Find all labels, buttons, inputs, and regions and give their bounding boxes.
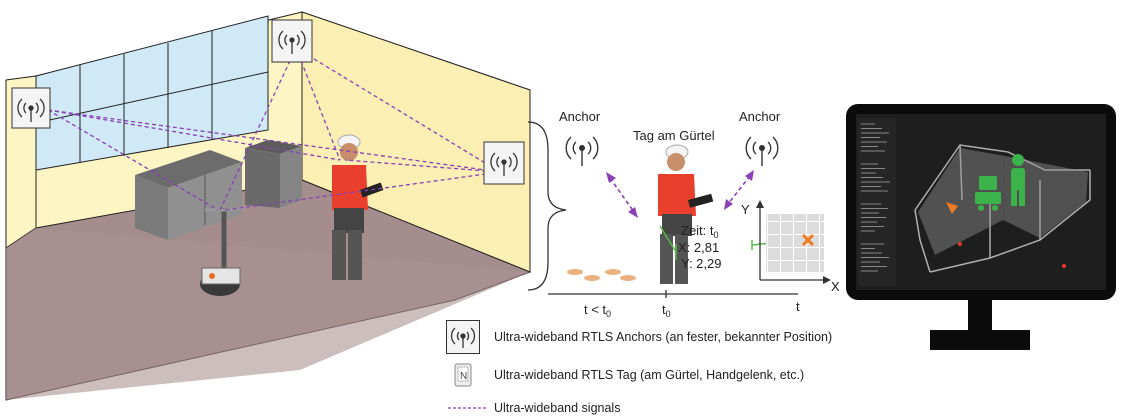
robot-pose-marker	[946, 202, 958, 214]
y-value: Y: 2,29	[681, 256, 721, 271]
tracked-robot-icon	[975, 176, 1001, 211]
signal-lines	[47, 47, 501, 211]
anchor-left-icon	[565, 136, 599, 166]
tracked-person-icon	[1011, 154, 1025, 206]
tag-icon: N	[446, 362, 480, 388]
room-anchor-top	[271, 19, 313, 63]
mobile-robot	[200, 206, 246, 296]
legend-label-signal: Ultra-wideband signals	[494, 401, 621, 415]
axis-x-label: X	[831, 279, 840, 294]
point-cloud	[914, 144, 1091, 273]
zeit-label: Zeit: t0	[681, 223, 719, 240]
anchor-left-label: Anchor	[559, 109, 601, 124]
worker-tag	[658, 144, 714, 284]
monitor	[846, 104, 1116, 350]
middle-panel: Anchor Anchor Tag am Gürtel	[548, 109, 840, 319]
anchor-right-label: Anchor	[739, 109, 781, 124]
axis-y-label: Y	[741, 202, 750, 217]
footprints	[567, 269, 636, 281]
monitor-neck	[968, 300, 992, 330]
tag-label: Tag am Gürtel	[633, 128, 715, 143]
room-window	[35, 15, 269, 171]
monitor-base	[930, 330, 1030, 350]
legend-label-anchor: Ultra-wideband RTLS Anchors (an fester, …	[494, 330, 833, 344]
legend-row-signal: Ultra-wideband signals	[446, 400, 620, 416]
legend-label-tag: Ultra-wideband RTLS Tag (am Gürtel, Hand…	[494, 368, 805, 382]
room-anchor-left	[11, 87, 51, 129]
time-before-label: t < t0	[584, 302, 611, 319]
worker-in-room	[332, 134, 384, 280]
machine-right	[245, 140, 302, 208]
svg-text:N: N	[460, 371, 467, 382]
axis-t-label: t	[796, 299, 800, 314]
legend-row-tag: N Ultra-wideband RTLS Tag (am Gürtel, Ha…	[446, 362, 804, 388]
time-now-label: t0	[662, 302, 671, 319]
tag-callout-line	[659, 225, 677, 253]
monitor-info-panel	[858, 118, 896, 286]
signal-line	[446, 400, 480, 416]
room-scene	[5, 11, 532, 401]
position-marker	[801, 233, 815, 247]
signal-arrows	[609, 175, 751, 213]
anchor-icon	[446, 320, 480, 354]
anchor-right-icon	[745, 136, 779, 166]
legend-row-anchor: Ultra-wideband RTLS Anchors (an fester, …	[446, 320, 832, 354]
brace	[527, 121, 567, 291]
x-value: X: 2,81	[678, 240, 719, 255]
room-anchor-right	[483, 141, 525, 185]
position-plot: Y X	[741, 200, 840, 294]
time-axis: t t < t0 t0	[548, 290, 800, 319]
